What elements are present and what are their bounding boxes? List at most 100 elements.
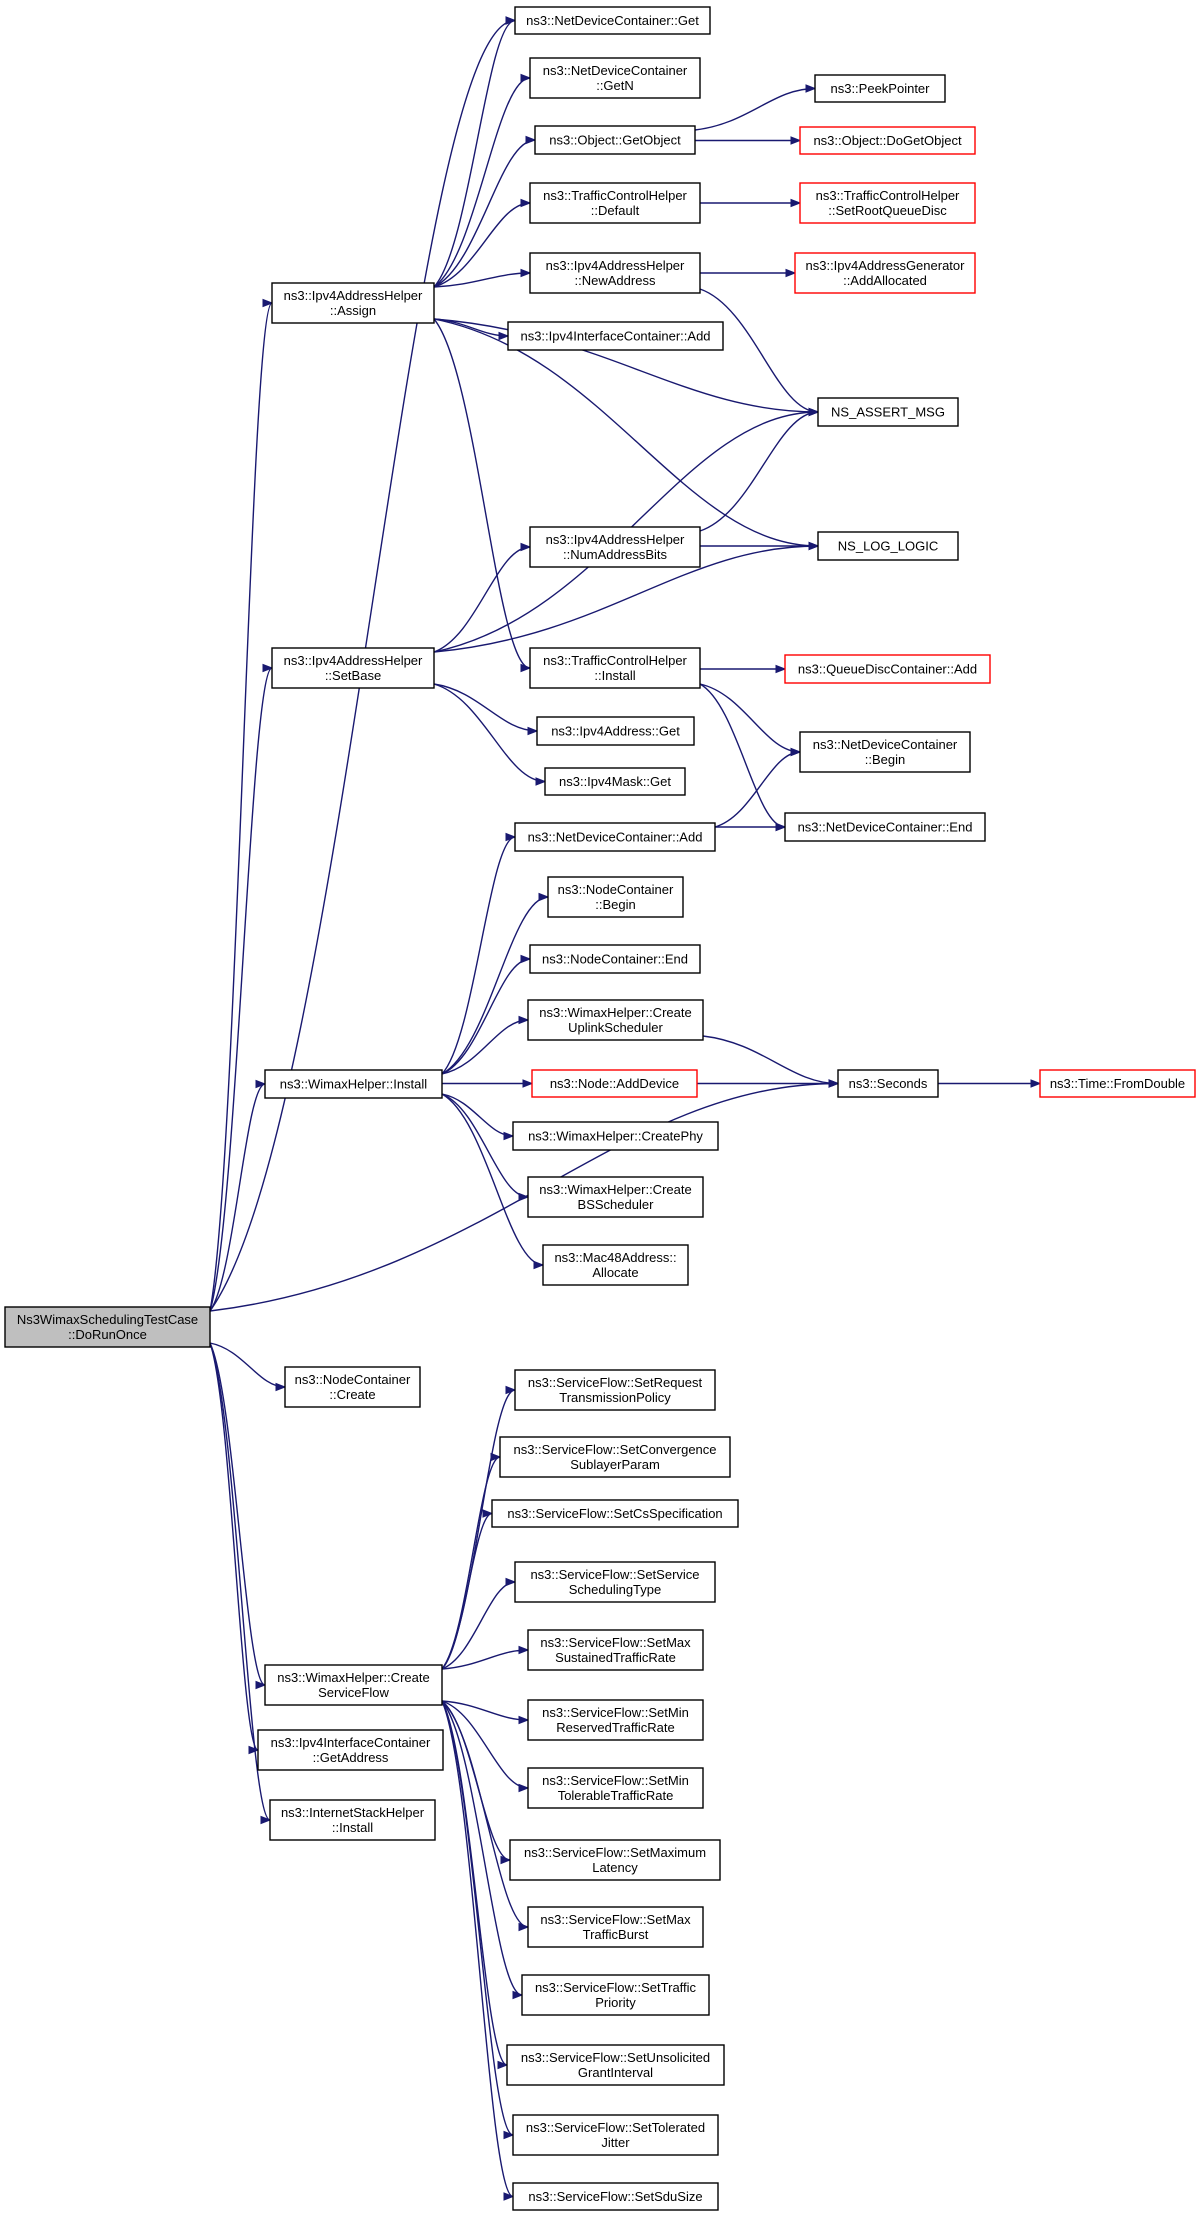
- node-tch-install[interactable]: ns3::TrafficControlHelper::Install: [529, 647, 701, 689]
- node-label: ::Install: [594, 668, 635, 683]
- node-ns-log[interactable]: NS_LOG_LOGIC: [817, 531, 959, 561]
- node-ndc-end[interactable]: ns3::NetDeviceContainer::End: [784, 812, 986, 842]
- node-sf-setminres[interactable]: ns3::ServiceFlow::SetMinReservedTrafficR…: [527, 1699, 704, 1741]
- edge-arrowhead: [790, 747, 802, 757]
- node-box: [527, 1629, 704, 1671]
- node-label: ::NewAddress: [575, 273, 656, 288]
- node-label: NS_LOG_LOGIC: [838, 539, 938, 554]
- node-nc-end[interactable]: ns3::NodeContainer::End: [529, 944, 701, 974]
- node-iag-addallocated[interactable]: ns3::Ipv4AddressGenerator::AddAllocated: [794, 252, 976, 294]
- node-sf-setmaxsust[interactable]: ns3::ServiceFlow::SetMaxSustainedTraffic…: [527, 1629, 704, 1671]
- node-box: [527, 999, 704, 1041]
- node-peekpointer[interactable]: ns3::PeekPointer: [814, 74, 946, 103]
- edge-arrowhead: [527, 726, 539, 736]
- node-label: ns3::Seconds: [849, 1076, 928, 1091]
- node-nc-create[interactable]: ns3::NodeContainer::Create: [284, 1366, 421, 1408]
- node-label: ::SetBase: [325, 668, 381, 683]
- node-sf-setrequest[interactable]: ns3::ServiceFlow::SetRequestTransmission…: [514, 1369, 716, 1411]
- edge-arrowhead: [1030, 1079, 1042, 1088]
- node-label: ns3::ServiceFlow::SetTraffic: [535, 1980, 697, 1995]
- node-label: SustainedTrafficRate: [555, 1650, 676, 1665]
- node-mac48-allocate[interactable]: ns3::Mac48Address::Allocate: [542, 1244, 689, 1286]
- node-box: [271, 282, 435, 324]
- node-nc-begin[interactable]: ns3::NodeContainer::Begin: [547, 876, 684, 918]
- node-wh-createphy[interactable]: ns3::WimaxHelper::CreatePhy: [512, 1121, 719, 1151]
- edge-arrowhead: [538, 892, 550, 902]
- node-label: ns3::WimaxHelper::Create: [539, 1182, 691, 1197]
- edge-arrowhead: [505, 832, 517, 842]
- node-box: [521, 1974, 710, 2016]
- node-label: SchedulingType: [569, 1582, 662, 1597]
- node-label: ns3::Ipv4Mask::Get: [559, 774, 671, 789]
- node-tch-default[interactable]: ns3::TrafficControlHelper::Default: [529, 182, 701, 224]
- node-box: [817, 397, 959, 427]
- edge-arrowhead: [808, 541, 820, 551]
- node-ns-assert[interactable]: NS_ASSERT_MSG: [817, 397, 959, 427]
- node-label: ns3::ServiceFlow::SetMin: [542, 1773, 689, 1788]
- edge-iah-assign-to-tch-install: [433, 318, 531, 669]
- node-label: ns3::Ipv4AddressHelper: [546, 532, 685, 547]
- node-iic-getaddress[interactable]: ns3::Ipv4InterfaceContainer::GetAddress: [257, 1729, 444, 1771]
- node-ndc-add[interactable]: ns3::NetDeviceContainer::Add: [514, 822, 716, 852]
- node-label: ReservedTrafficRate: [556, 1720, 675, 1735]
- node-ndc-get[interactable]: ns3::NetDeviceContainer::Get: [514, 6, 711, 35]
- node-label: TolerableTrafficRate: [558, 1788, 674, 1803]
- node-sf-setmintol[interactable]: ns3::ServiceFlow::SetMinTolerableTraffic…: [527, 1767, 704, 1809]
- node-obj-dogetobject[interactable]: ns3::Object::DoGetObject: [799, 126, 976, 155]
- node-box: [529, 944, 701, 974]
- node-box: [499, 1436, 731, 1478]
- node-box: [269, 1799, 436, 1841]
- node-sf-setcs[interactable]: ns3::ServiceFlow::SetCsSpecification: [491, 1499, 739, 1528]
- node-qdc-add[interactable]: ns3::QueueDiscContainer::Add: [784, 654, 991, 684]
- node-iah-setbase[interactable]: ns3::Ipv4AddressHelper::SetBase: [271, 647, 435, 689]
- edge-root-to-ndc-get: [209, 19, 516, 1312]
- node-ndc-begin[interactable]: ns3::NetDeviceContainer::Begin: [799, 731, 971, 773]
- node-label: Priority: [595, 1995, 636, 2010]
- node-label: TransmissionPolicy: [559, 1390, 671, 1405]
- node-sf-setsdu[interactable]: ns3::ServiceFlow::SetSduSize: [512, 2182, 719, 2211]
- edge-iah-assign-to-ndc-getn: [433, 77, 531, 288]
- edge-arrowhead: [275, 1382, 287, 1392]
- node-iah-numbits[interactable]: ns3::Ipv4AddressHelper::NumAddressBits: [529, 526, 701, 568]
- node-sf-setugi[interactable]: ns3::ServiceFlow::SetUnsolicitedGrantInt…: [506, 2044, 725, 2086]
- node-ish-install[interactable]: ns3::InternetStackHelper::Install: [269, 1799, 436, 1841]
- node-time-fromdouble[interactable]: ns3::Time::FromDouble: [1039, 1069, 1196, 1098]
- edge-arrowhead: [828, 1079, 840, 1088]
- node-sf-setservice[interactable]: ns3::ServiceFlow::SetServiceSchedulingTy…: [514, 1561, 716, 1603]
- node-iah-assign[interactable]: ns3::Ipv4AddressHelper::Assign: [271, 282, 435, 324]
- node-label: ServiceFlow: [318, 1685, 389, 1700]
- node-root[interactable]: Ns3WimaxSchedulingTestCase::DoRunOnce: [4, 1306, 211, 1348]
- node-label: ns3::TrafficControlHelper: [816, 188, 960, 203]
- node-iah-newaddress[interactable]: ns3::Ipv4AddressHelper::NewAddress: [529, 252, 701, 294]
- node-label: ns3::NetDeviceContainer::Get: [526, 13, 699, 28]
- node-obj-getobject[interactable]: ns3::Object::GetObject: [534, 125, 696, 155]
- node-ipv4mask-get[interactable]: ns3::Ipv4Mask::Get: [544, 767, 686, 796]
- node-node-adddevice[interactable]: ns3::Node::AddDevice: [531, 1069, 698, 1098]
- edge-arrowhead: [790, 198, 802, 208]
- edge-wh-install-to-ndc-add: [441, 836, 516, 1075]
- edge-arrowhead: [790, 136, 802, 145]
- node-seconds[interactable]: ns3::Seconds: [837, 1069, 939, 1098]
- node-label: ns3::NodeContainer::End: [542, 952, 688, 967]
- node-sf-setconv[interactable]: ns3::ServiceFlow::SetConvergenceSublayer…: [499, 1436, 731, 1478]
- edge-root-to-iic-getaddress: [209, 1342, 259, 1751]
- node-ipv4addr-get[interactable]: ns3::Ipv4Address::Get: [536, 716, 695, 746]
- node-wh-install[interactable]: ns3::WimaxHelper::Install: [264, 1069, 443, 1099]
- node-tch-setroot[interactable]: ns3::TrafficControlHelper::SetRootQueueD…: [799, 182, 976, 224]
- node-label: BSScheduler: [578, 1197, 655, 1212]
- node-ndc-getn[interactable]: ns3::NetDeviceContainer::GetN: [529, 57, 701, 99]
- node-label: ns3::Ipv4AddressGenerator: [806, 258, 966, 273]
- node-iic-add[interactable]: ns3::Ipv4InterfaceContainer::Add: [507, 321, 724, 351]
- node-label: ns3::Time::FromDouble: [1050, 1076, 1185, 1091]
- edge-arrowhead: [490, 1452, 502, 1462]
- node-label: ns3::ServiceFlow::SetRequest: [528, 1375, 703, 1390]
- edge-arrowhead: [520, 73, 532, 83]
- edge-arrowhead: [518, 1645, 530, 1655]
